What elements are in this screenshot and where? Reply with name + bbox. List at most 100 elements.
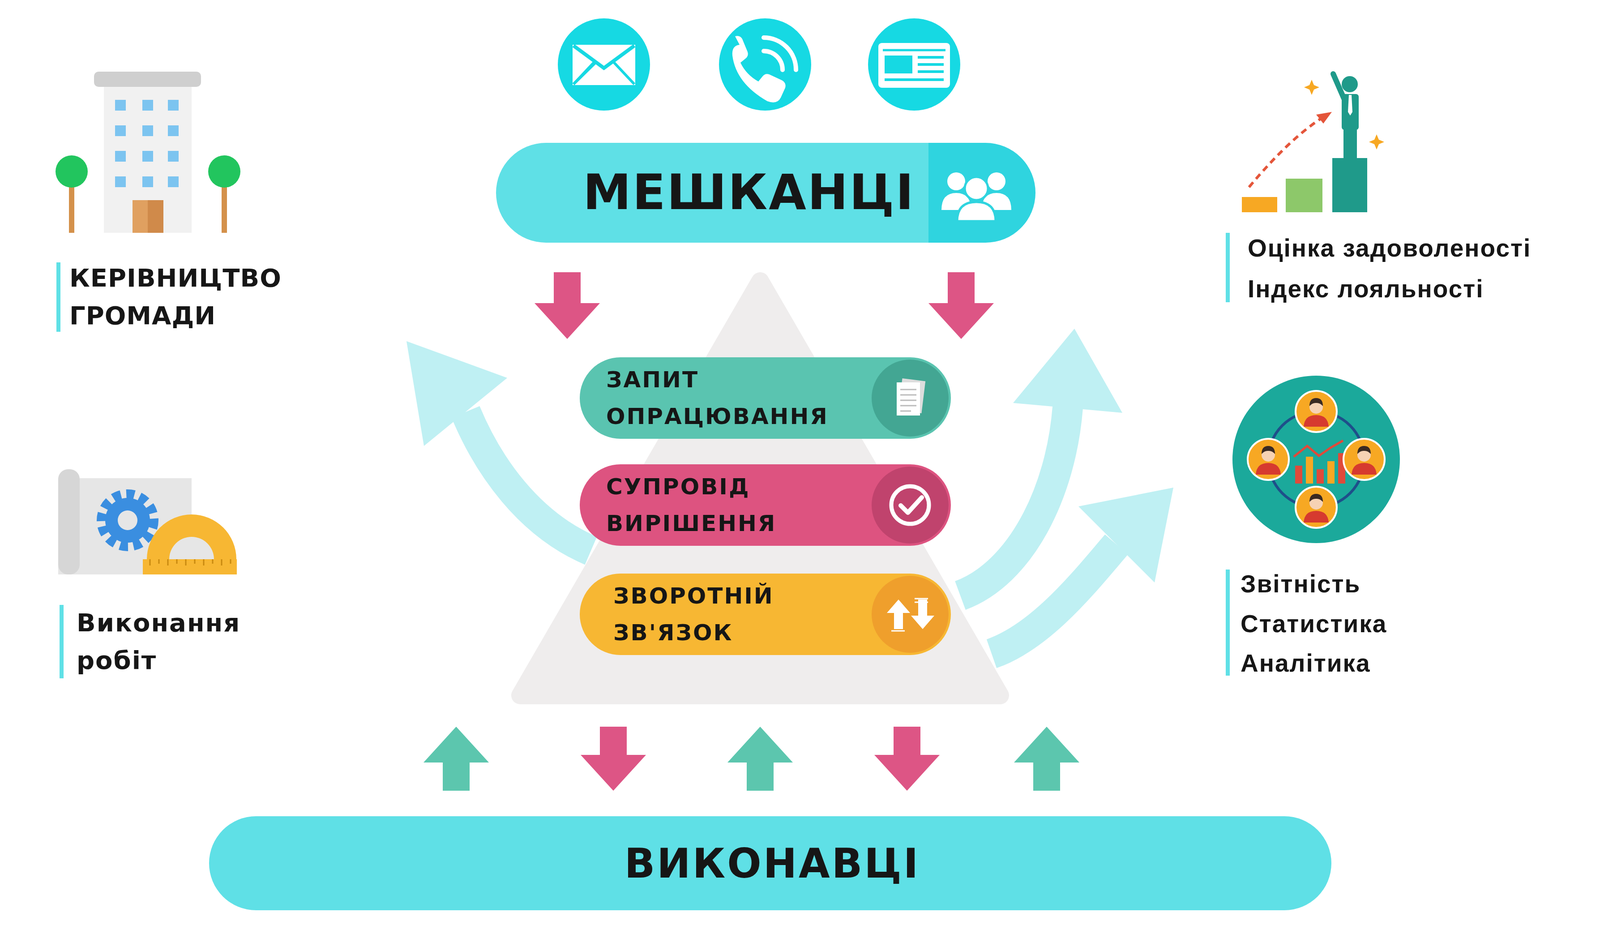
- growth-trend-head: [1316, 111, 1332, 124]
- chart-bar: [1316, 469, 1324, 484]
- web-circle: [868, 18, 961, 111]
- label-bar: [1225, 569, 1230, 676]
- window: [167, 176, 179, 188]
- up-icon: [886, 599, 911, 629]
- envelope-fold: [613, 61, 635, 85]
- protractor-hole: [169, 536, 214, 560]
- side-label: Оцінка задоволеності: [1247, 233, 1532, 263]
- window: [167, 150, 179, 162]
- doc-lines: [900, 389, 917, 411]
- chart-bar: [1305, 456, 1314, 484]
- tree-crown: [208, 155, 241, 188]
- icon-circle: [871, 575, 949, 653]
- building-windows: [115, 99, 179, 188]
- side-label: Статистика: [1240, 608, 1387, 639]
- gear: [105, 497, 150, 543]
- person-icon: [1295, 486, 1337, 528]
- browser-line: [917, 55, 944, 59]
- side-label: Індекс лояльності: [1247, 273, 1485, 304]
- window: [115, 99, 126, 111]
- winner-head: [1341, 76, 1358, 93]
- gear-hole: [117, 510, 138, 531]
- mail-circle: [557, 18, 651, 111]
- tree-crown: [55, 155, 88, 188]
- step-label: ЗАПИТ ОПРАЦЮВАННЯ: [606, 361, 829, 435]
- process-pill: СУПРОВІД ВИРІШЕННЯ: [579, 464, 951, 546]
- curved-arrow-shaft: [465, 411, 591, 551]
- chart-bar: [1327, 461, 1335, 484]
- curved-arrow-head: [406, 341, 508, 446]
- growth-bar: [1241, 196, 1278, 213]
- pyramid: [520, 281, 1001, 696]
- person-icon: [1247, 438, 1289, 480]
- side-label: КЕРІВНИЦТВО ГРОМАДИ: [69, 259, 282, 335]
- person-icon: [1295, 390, 1337, 433]
- down-arrow: [874, 726, 940, 791]
- growth-bar: [1332, 158, 1368, 213]
- window: [142, 150, 154, 162]
- side-label: Звітність: [1240, 568, 1361, 599]
- down-arrow: [580, 726, 646, 791]
- side-label: Аналітика: [1240, 648, 1371, 678]
- sparkle: [1304, 79, 1320, 95]
- icon-circle: [871, 359, 949, 437]
- winner-legs: [1343, 128, 1357, 159]
- person-head: [987, 172, 1006, 191]
- check-mark: [900, 497, 922, 513]
- ruler-ticks: [149, 559, 231, 566]
- label-bar: [59, 604, 64, 679]
- sparkle: [1368, 134, 1385, 150]
- band-title: МЕШКАНЦІ: [582, 166, 915, 220]
- down-arrow: [928, 272, 994, 339]
- window: [142, 125, 154, 137]
- icon-circle: [871, 466, 949, 544]
- winner-arm: [1333, 73, 1344, 99]
- gear-teeth: [101, 494, 154, 547]
- browser-line: [884, 78, 944, 82]
- window: [167, 99, 179, 111]
- curved-arrow-head: [1013, 328, 1123, 413]
- chart-bar: [1295, 465, 1303, 484]
- down-icon: [911, 599, 935, 629]
- residents-band: МЕШКАНЦІ: [496, 142, 1036, 243]
- phone-wave: [763, 37, 796, 70]
- chart-line: [1293, 440, 1344, 457]
- up-arrow: [727, 726, 793, 791]
- browser-bar: [882, 49, 946, 52]
- step-label: СУПРОВІД ВИРІШЕННЯ: [606, 468, 777, 542]
- building-door: [132, 200, 164, 233]
- browser-window: [878, 42, 950, 88]
- ruler: [142, 559, 237, 575]
- protractor: [146, 514, 237, 560]
- check-ring: [891, 486, 929, 524]
- up-arrow: [1013, 726, 1080, 791]
- down-arrow: [534, 272, 600, 339]
- window: [142, 176, 154, 188]
- window: [142, 99, 154, 111]
- phone-circle: [718, 18, 812, 111]
- phone-handset: [732, 35, 786, 103]
- icon-lines: [891, 598, 929, 631]
- browser-line: [917, 70, 944, 73]
- growth-bar: [1285, 178, 1323, 213]
- process-pill: ЗАПИТ ОПРАЦЮВАННЯ: [579, 357, 951, 439]
- growth-trend: [1249, 117, 1323, 188]
- envelope-fold: [573, 61, 595, 85]
- curved-arrow-head: [1078, 487, 1174, 583]
- browser-block: [884, 55, 913, 74]
- curved-arrow-shaft: [991, 544, 1117, 654]
- label-bar: [1225, 232, 1230, 303]
- up-arrow: [423, 726, 489, 791]
- browser-line: [917, 63, 944, 66]
- phone-icon: [732, 35, 796, 103]
- window: [115, 125, 126, 137]
- side-label: Виконання робіт: [76, 603, 241, 680]
- blueprint-roll: [58, 469, 80, 575]
- doc-sheet: [896, 382, 920, 416]
- process-pill: ЗВОРОТНІЙ ЗВ'ЯЗОК: [579, 573, 951, 655]
- window: [115, 150, 126, 162]
- step-label: ЗВОРОТНІЙ ЗВ'ЯЗОК: [613, 577, 775, 651]
- window: [115, 176, 126, 188]
- envelope: [572, 44, 636, 86]
